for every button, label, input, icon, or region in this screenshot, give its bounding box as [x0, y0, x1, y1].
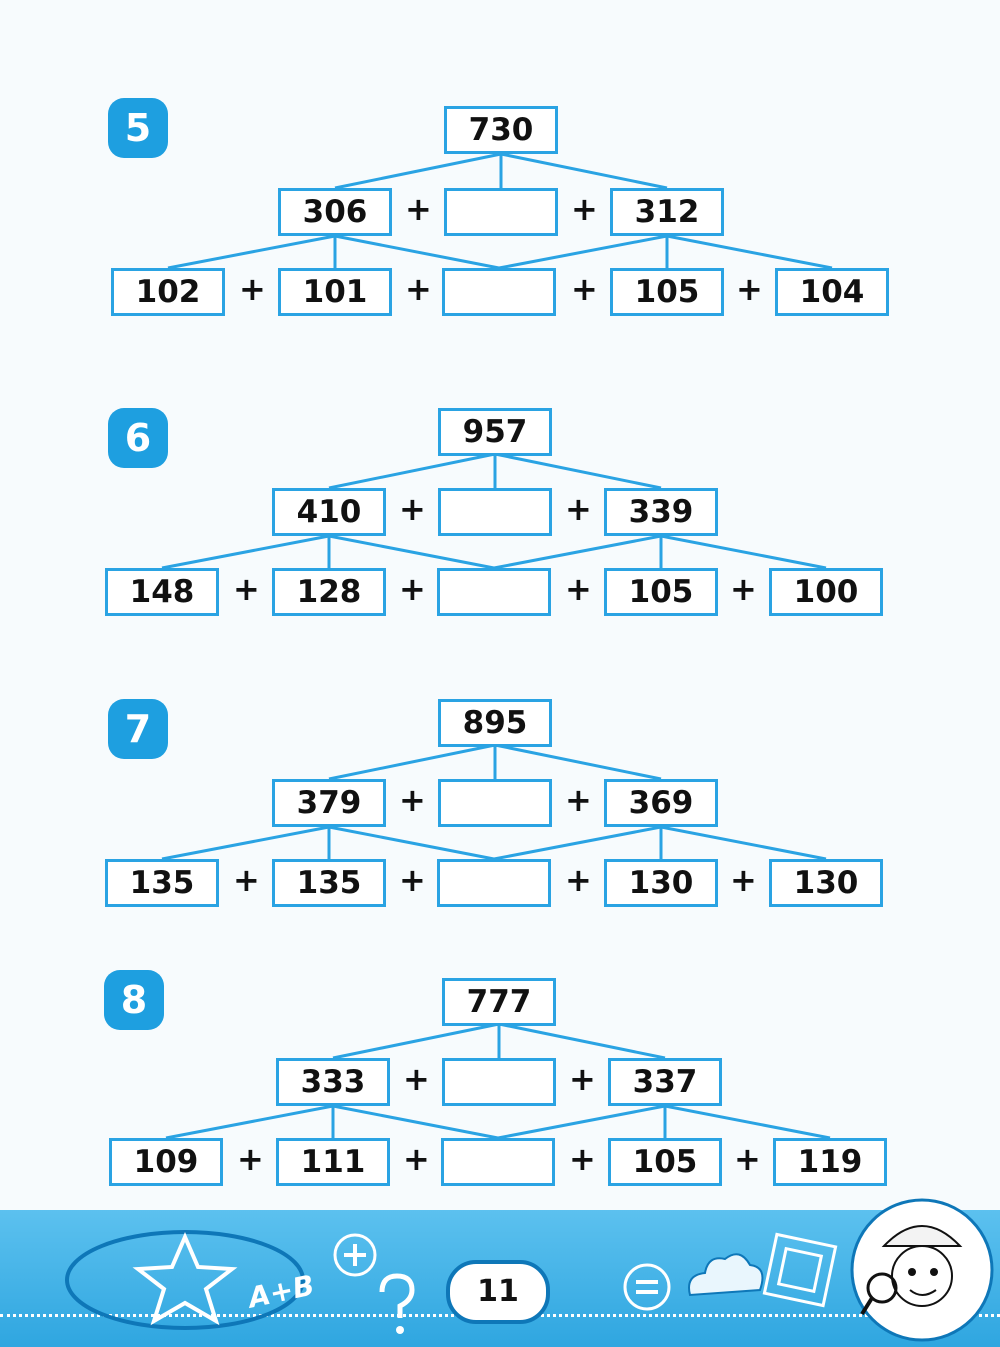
- bottom-box-4: 105: [604, 568, 718, 616]
- question-mark-icon: [379, 1273, 415, 1334]
- maze-icon: [762, 1232, 838, 1308]
- plus-sign: +: [403, 1060, 430, 1098]
- middle-answer-box[interactable]: [442, 1058, 556, 1106]
- plus-sign: +: [565, 781, 592, 819]
- page-number: 11: [446, 1260, 550, 1324]
- middle-box-3: 312: [610, 188, 724, 236]
- middle-answer-box[interactable]: [438, 779, 552, 827]
- connector-lines: [167, 152, 833, 270]
- plus-sign: +: [239, 270, 266, 308]
- plus-circle-icon: [333, 1233, 377, 1277]
- bottom-answer-box[interactable]: [437, 859, 551, 907]
- bottom-box-1: 148: [105, 568, 219, 616]
- plus-sign: +: [399, 861, 426, 899]
- middle-answer-box[interactable]: [438, 488, 552, 536]
- top-sum-box: 957: [438, 408, 552, 456]
- connector-lines: [161, 452, 827, 570]
- bottom-box-1: 135: [105, 859, 219, 907]
- bottom-box-5: 100: [769, 568, 883, 616]
- problem-7: 7 895 379 + + 369 135 + 135 + + 130 + 13…: [0, 699, 1000, 939]
- bottom-box-5: 130: [769, 859, 883, 907]
- bottom-box-2: 128: [272, 568, 386, 616]
- plus-sign: +: [405, 190, 432, 228]
- middle-box-1: 333: [276, 1058, 390, 1106]
- problem-number-badge: 8: [104, 970, 164, 1030]
- problem-number-badge: 5: [108, 98, 168, 158]
- connector-lines: [165, 1022, 831, 1140]
- plus-sign: +: [730, 861, 757, 899]
- connector-lines: [161, 743, 827, 861]
- bottom-answer-box[interactable]: [442, 268, 556, 316]
- bottom-box-5: 104: [775, 268, 889, 316]
- problem-8: 8 777 333 + + 337 109 + 111 + + 105 + 11…: [0, 970, 1000, 1218]
- plus-sign: +: [565, 570, 592, 608]
- plus-sign: +: [233, 570, 260, 608]
- page-footer: A+B 11: [0, 1198, 1000, 1347]
- plus-sign: +: [569, 1060, 596, 1098]
- top-sum-box: 730: [444, 106, 558, 154]
- equals-circle-icon: [623, 1263, 671, 1311]
- plus-sign: +: [571, 190, 598, 228]
- puzzle-icon: [688, 1253, 764, 1297]
- plus-sign: +: [233, 861, 260, 899]
- bottom-box-2: 101: [278, 268, 392, 316]
- plus-sign: +: [730, 570, 757, 608]
- middle-box-1: 410: [272, 488, 386, 536]
- plus-sign: +: [399, 781, 426, 819]
- plus-sign: +: [571, 270, 598, 308]
- plus-sign: +: [736, 270, 763, 308]
- bottom-box-2: 135: [272, 859, 386, 907]
- plus-sign: +: [734, 1140, 761, 1178]
- plus-sign: +: [405, 270, 432, 308]
- bottom-box-1: 102: [111, 268, 225, 316]
- bottom-answer-box[interactable]: [441, 1138, 555, 1186]
- plus-sign: +: [237, 1140, 264, 1178]
- bottom-box-2: 111: [276, 1138, 390, 1186]
- middle-answer-box[interactable]: [444, 188, 558, 236]
- middle-box-3: 369: [604, 779, 718, 827]
- middle-box-3: 339: [604, 488, 718, 536]
- problem-5: 5 730 306 + + 312 102 + 101 + + 105 + 10…: [0, 98, 1000, 338]
- plus-sign: +: [399, 570, 426, 608]
- bottom-box-4: 105: [610, 268, 724, 316]
- star-icon: [65, 1230, 305, 1330]
- bottom-answer-box[interactable]: [437, 568, 551, 616]
- middle-box-1: 379: [272, 779, 386, 827]
- bottom-box-4: 130: [604, 859, 718, 907]
- plus-sign: +: [565, 490, 592, 528]
- bottom-box-1: 109: [109, 1138, 223, 1186]
- bottom-box-4: 105: [608, 1138, 722, 1186]
- plus-sign: +: [565, 861, 592, 899]
- top-sum-box: 777: [442, 978, 556, 1026]
- problem-6: 6 957 410 + + 339 148 + 128 + + 105 + 10…: [0, 408, 1000, 648]
- top-sum-box: 895: [438, 699, 552, 747]
- problem-number-badge: 7: [108, 699, 168, 759]
- plus-sign: +: [403, 1140, 430, 1178]
- middle-box-3: 337: [608, 1058, 722, 1106]
- middle-box-1: 306: [278, 188, 392, 236]
- detective-boy-icon: [850, 1198, 994, 1342]
- bottom-box-5: 119: [773, 1138, 887, 1186]
- problem-number-badge: 6: [108, 408, 168, 468]
- plus-sign: +: [569, 1140, 596, 1178]
- plus-sign: +: [399, 490, 426, 528]
